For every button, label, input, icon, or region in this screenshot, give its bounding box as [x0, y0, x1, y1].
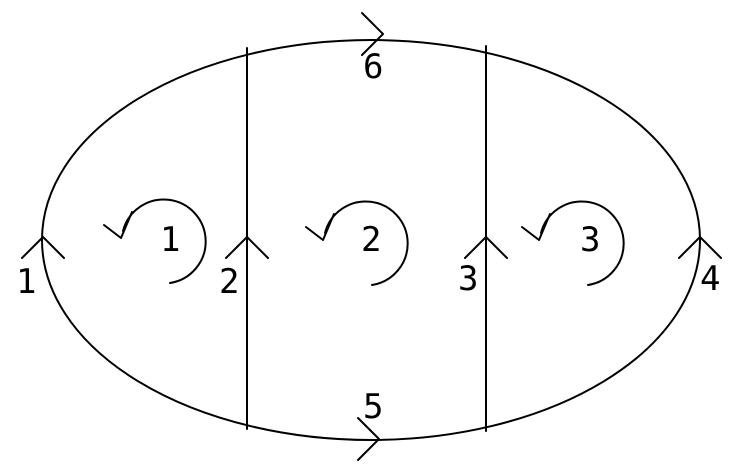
edge-1-label: 1	[16, 262, 36, 302]
edge-3-arrow	[464, 236, 508, 259]
loop-2-arrowhead-icon	[305, 213, 335, 241]
loop-2-circulation-arc	[324, 200, 409, 286]
edge-4-arrow	[678, 236, 722, 259]
loop-3-label: 3	[580, 220, 600, 260]
edge-6-label: 6	[363, 47, 383, 87]
loop-2-label: 2	[361, 220, 381, 260]
loop-1-label: 1	[160, 220, 180, 260]
edge-6-arrow	[361, 12, 384, 56]
edge-2-arrow	[225, 236, 269, 259]
edge-1-arrow	[21, 236, 65, 259]
loop-3-circulation-arc	[540, 200, 625, 286]
loop-3-arrowhead-icon	[521, 213, 551, 241]
edge-4-label: 4	[700, 259, 720, 299]
loop-1-arrowhead-icon	[103, 211, 133, 239]
edge-2-label: 2	[219, 262, 239, 302]
loop-1-circulation-arc	[122, 198, 207, 284]
outer-loop-wire	[41, 39, 701, 441]
edge-5-arrow	[357, 417, 380, 461]
edge-5-label: 5	[363, 387, 383, 427]
edge-3-label: 3	[458, 259, 478, 299]
